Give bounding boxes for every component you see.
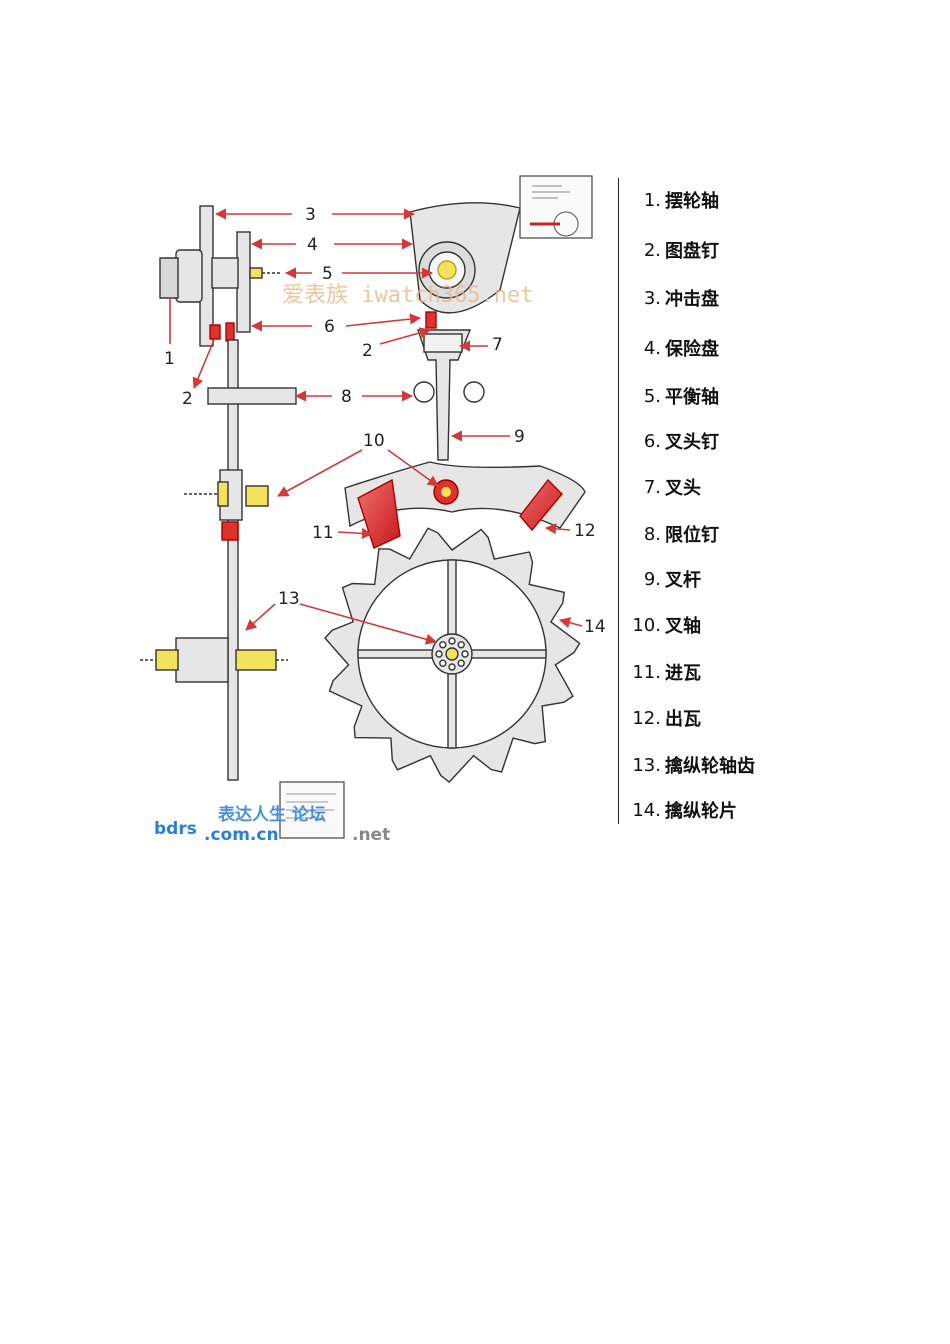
legend-item-number: 13. [632, 754, 661, 776]
legend-item-number: 9. [643, 568, 661, 590]
legend-item-label: 摆轮轴 [665, 191, 719, 212]
inset-thumbnail-top [519, 175, 593, 239]
legend-item-label: 叉杆 [665, 570, 701, 591]
legend-item: 9.叉杆 [619, 564, 701, 594]
legend-item-number: 3. [643, 287, 661, 309]
legend-item-label: 保险盘 [665, 339, 719, 360]
callout-14: 14 [584, 617, 606, 637]
hub-pinion-leaf [457, 641, 465, 649]
legend-item: 2.图盘钉 [619, 235, 719, 265]
legend-item-number: 1. [643, 189, 661, 211]
callout-13: 13 [278, 589, 300, 609]
escape-wheel [324, 527, 581, 783]
legend-item: 10.叉轴 [619, 610, 701, 640]
escapement-diagram: 1 2 3 4 5 6 2 7 8 9 10 11 12 13 14 爱表族 i… [140, 175, 606, 845]
hub-pinion-leaf [461, 650, 469, 658]
callout-6: 6 [324, 317, 335, 337]
watermark-logo: bdrs [154, 819, 197, 839]
escape-wheel-pivot [445, 647, 459, 661]
callout-10: 10 [363, 431, 385, 451]
legend-item: 8.限位钉 [619, 519, 719, 549]
legend-item-number: 8. [643, 523, 661, 545]
hub-pinion-leaf [448, 637, 456, 645]
legend-item-label: 叉头 [665, 478, 701, 499]
callout-9: 9 [514, 427, 525, 447]
legend-item: 13.擒纵轮轴齿 [619, 750, 755, 780]
legend-item-number: 2. [643, 239, 661, 261]
legend-item: 4.保险盘 [619, 333, 719, 363]
roller-table [409, 202, 521, 329]
callout-labels: 1 2 3 4 5 6 2 7 8 9 10 11 12 13 14 [164, 205, 606, 637]
legend-item-label: 叉轴 [665, 616, 701, 637]
hub-pinion-leaf [435, 650, 443, 658]
callout-7: 7 [492, 335, 503, 355]
watermark-top: 爱表族 iwatch365.net [282, 283, 533, 308]
legend-item-label: 擒纵轮轴齿 [665, 756, 755, 777]
parts-legend: 1.摆轮轴 2.图盘钉 3.冲击盘 4.保险盘 5.平衡轴 6.叉头钉 7.叉头 8.限位钉 9… [618, 178, 819, 824]
legend-item-label: 出瓦 [665, 709, 701, 730]
legend-item-label: 擒纵轮片 [665, 801, 737, 822]
legend-item-number: 12. [632, 707, 661, 729]
hub-pinion-leaf [439, 641, 447, 649]
legend-item-number: 6. [643, 430, 661, 452]
watermark-domain: .com.cn [204, 825, 279, 845]
legend-item-number: 14. [632, 799, 661, 821]
legend-item: 12.出瓦 [619, 703, 701, 733]
legend-item: 14.擒纵轮片 [619, 795, 737, 825]
pallet-fork [344, 329, 586, 549]
callout-4: 4 [307, 235, 318, 255]
callout-12: 12 [574, 521, 596, 541]
watermark-bottom: bdrs .com.cn 表达人生 论坛 .net [154, 804, 390, 845]
legend-item-number: 10. [632, 614, 661, 636]
watermark-net: .net [352, 825, 390, 845]
callout-2-top: 2 [362, 341, 373, 361]
callout-1: 1 [164, 349, 175, 369]
callout-8: 8 [341, 387, 352, 407]
legend-item-label: 图盘钉 [665, 241, 719, 262]
leader-arrows [169, 208, 583, 645]
callout-5: 5 [322, 264, 333, 284]
legend-item-label: 进瓦 [665, 663, 701, 684]
legend-item: 11.进瓦 [619, 657, 701, 687]
watermark-cn: 表达人生 论坛 [218, 804, 326, 825]
legend-item-number: 7. [643, 476, 661, 498]
legend-item: 3.冲击盘 [619, 283, 719, 313]
callout-2-side: 2 [182, 389, 193, 409]
legend-item-number: 5. [643, 385, 661, 407]
legend-item-label: 限位钉 [665, 525, 719, 546]
legend-item-label: 平衡轴 [665, 387, 719, 408]
hub-pinion-leaf [439, 659, 447, 667]
legend-item: 1.摆轮轴 [619, 185, 719, 215]
legend-item: 6.叉头钉 [619, 426, 719, 456]
legend-item: 5.平衡轴 [619, 381, 719, 411]
legend-item: 7.叉头 [619, 472, 701, 502]
legend-item-number: 11. [632, 661, 661, 683]
legend-item-label: 叉头钉 [665, 432, 719, 453]
hub-pinion-leaf [448, 663, 456, 671]
legend-item-number: 4. [643, 337, 661, 359]
legend-item-label: 冲击盘 [665, 289, 719, 310]
callout-3: 3 [305, 205, 316, 225]
callout-11: 11 [312, 523, 334, 543]
inset-thumbnail-bottom [279, 781, 345, 839]
hub-pinion-leaf [457, 659, 465, 667]
side-view [140, 205, 297, 781]
